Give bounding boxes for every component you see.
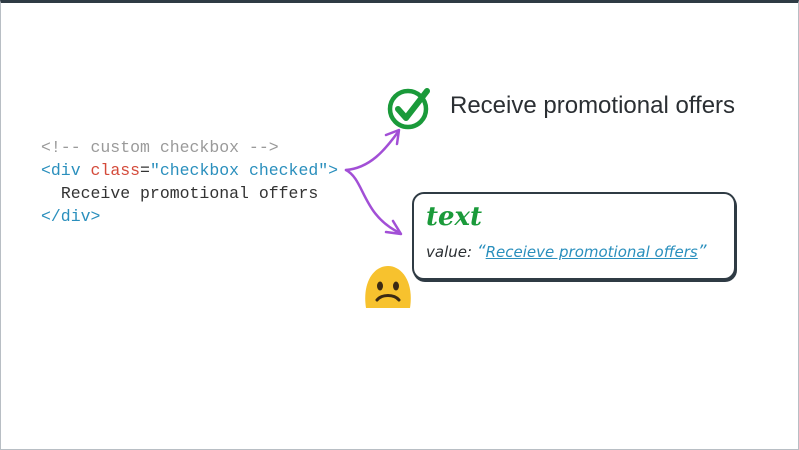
code-close-tag: </div> (41, 207, 101, 226)
check-circle-icon (387, 88, 430, 130)
code-comment: <!-- custom checkbox --> (41, 138, 279, 157)
code-attr-name: class (90, 161, 141, 180)
card-value-row: value: “Receieve promotional offers” (426, 242, 707, 262)
code-attr-value: "checkbox checked" (149, 161, 329, 180)
code-inner-text: Receive promotional offers (60, 184, 319, 203)
accessibility-info-card: text value: “Receieve promotional offers… (412, 192, 736, 280)
code-snippet: <!-- custom checkbox --> <div class="che… (41, 136, 338, 228)
code-open-tag-start: <div (41, 161, 81, 180)
card-value-text: Receieve promotional offers (485, 243, 698, 261)
rendered-checkbox-label: Receive promotional offers (450, 92, 736, 119)
code-attr-eq: = (140, 161, 150, 180)
card-role: text (426, 202, 483, 232)
frowning-face-icon (365, 266, 411, 308)
card-value-label: value: (426, 243, 473, 261)
code-open-tag-end: > (328, 161, 339, 180)
close-quote: ” (697, 242, 707, 262)
open-quote: “ (476, 242, 486, 262)
